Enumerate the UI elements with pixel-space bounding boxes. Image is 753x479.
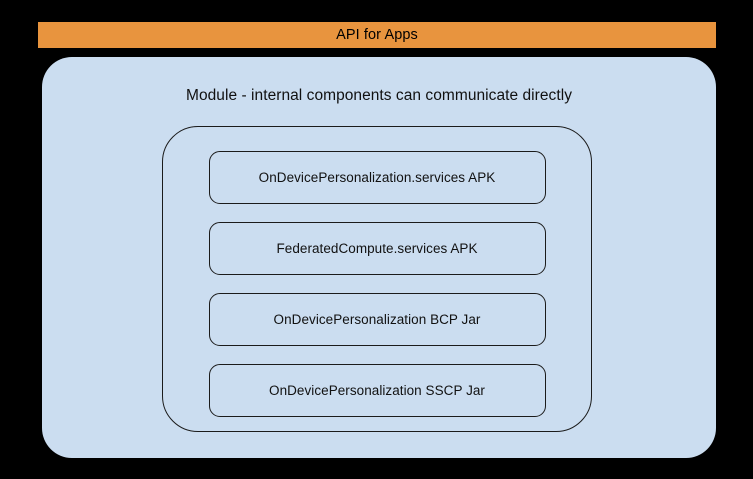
- api-banner-label: API for Apps: [336, 26, 418, 43]
- internal-components-group: OnDevicePersonalization.services APK Fed…: [162, 126, 592, 432]
- component-box-ondevicepersonalization-services-apk: OnDevicePersonalization.services APK: [208, 151, 546, 204]
- component-label: OnDevicePersonalization.services APK: [258, 169, 496, 185]
- component-box-ondevicepersonalization-sscp-jar: OnDevicePersonalization SSCP Jar: [208, 364, 546, 417]
- api-for-apps-banner: API for Apps: [38, 22, 716, 48]
- module-heading: Module - internal components can communi…: [185, 87, 573, 104]
- module-panel: Module - internal components can communi…: [42, 57, 716, 458]
- component-box-ondevicepersonalization-bcp-jar: OnDevicePersonalization BCP Jar: [208, 293, 546, 346]
- component-label: OnDevicePersonalization BCP Jar: [273, 311, 481, 327]
- component-label: OnDevicePersonalization SSCP Jar: [269, 382, 485, 398]
- component-label: FederatedCompute.services APK: [276, 240, 478, 256]
- component-box-federatedcompute-services-apk: FederatedCompute.services APK: [208, 222, 546, 275]
